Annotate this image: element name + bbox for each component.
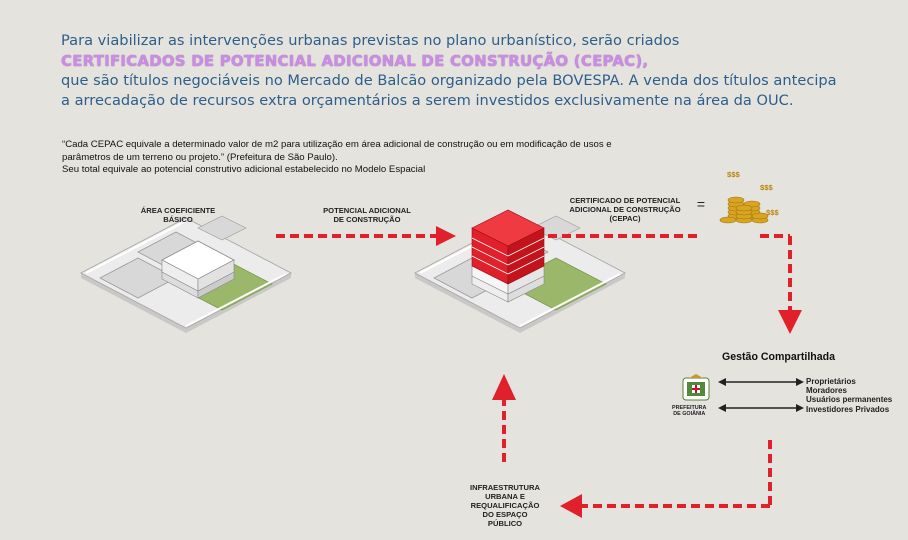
currency-label-2: $$$ bbox=[760, 183, 773, 192]
arrow-back-to-building bbox=[492, 374, 516, 462]
base-building bbox=[471, 265, 545, 303]
stakeholder-list: Proprietários Moradores Usuários permane… bbox=[806, 377, 892, 414]
intro-line-4: a arrecadação de recursos extra orçament… bbox=[61, 92, 794, 109]
stakeholder-item: Investidores Privados bbox=[806, 404, 890, 414]
equals-sign: = bbox=[696, 196, 706, 212]
currency-label-1: $$$ bbox=[727, 170, 740, 179]
cepac-highlight: CERTIFICADOS DE POTENCIAL ADICIONAL DE C… bbox=[61, 52, 649, 70]
stakeholder-item: Usuários permanentes bbox=[806, 395, 893, 405]
stakeholder-item: Moradores bbox=[806, 386, 847, 396]
cepac-quote: “Cada CEPAC equivale a determinado valor… bbox=[62, 139, 762, 177]
currency-label-3: $$$ bbox=[766, 208, 779, 217]
coin-stacks bbox=[719, 196, 769, 224]
intro-paragraph: Para viabilizar as intervenções urbanas … bbox=[61, 31, 891, 111]
prefeitura-logo-text: PREFEITURA DE GOIÂNIA bbox=[672, 405, 707, 418]
double-arrow-1 bbox=[718, 378, 804, 386]
stakeholder-item: Proprietários bbox=[806, 377, 856, 386]
management-title: Gestão Compartilhada bbox=[722, 351, 836, 363]
additional-potential-label: POTENCIAL ADICIONAL DE CONSTRUÇÃO bbox=[323, 206, 411, 224]
arrow-basic-to-additional bbox=[276, 226, 456, 246]
infrastructure-label: INFRAESTRUTURA URBANA E REQUALIFICAÇÃO D… bbox=[469, 483, 541, 528]
arrow-to-cepac-and-down bbox=[548, 234, 802, 334]
basic-building bbox=[161, 240, 235, 299]
double-arrow-2 bbox=[718, 404, 804, 412]
intro-line-3: que são títulos negociáveis no Mercado d… bbox=[61, 72, 837, 89]
cepac-label: CERTIFICADO DE POTENCIAL ADICIONAL DE CO… bbox=[569, 196, 681, 223]
intro-line-1: Para viabilizar as intervenções urbanas … bbox=[61, 32, 680, 49]
arrow-to-infrastructure bbox=[560, 440, 772, 518]
quote-line-1: “Cada CEPAC equivale a determinado valor… bbox=[62, 139, 612, 150]
quote-line-2: parâmetros de um terreno ou projeto.” (P… bbox=[62, 151, 338, 163]
basic-area-label: ÁREA COEFICIENTE BÁSICO bbox=[140, 206, 216, 224]
quote-line-3: Seu total equivale ao potencial construt… bbox=[62, 164, 426, 176]
additional-floors bbox=[471, 209, 545, 285]
prefeitura-logo bbox=[682, 374, 710, 401]
